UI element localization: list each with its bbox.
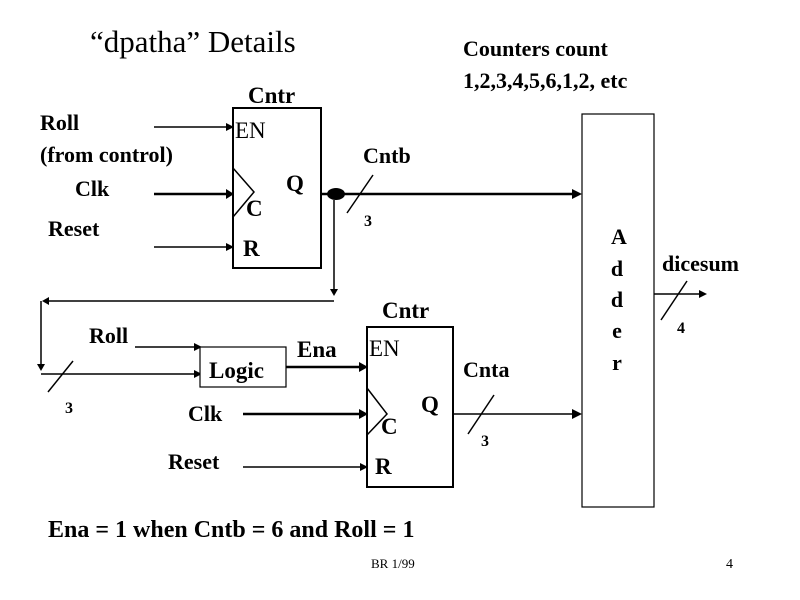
- counter-a-pin-r: R: [375, 454, 392, 479]
- counter-b-pin-q: Q: [286, 171, 304, 196]
- adder-letter-a: A: [611, 224, 627, 249]
- feedback-width-slash: [47, 360, 74, 393]
- counter-b-pin-en: EN: [235, 118, 266, 143]
- logic-label: Logic: [209, 358, 264, 383]
- reset-input-label-bottom: Reset: [168, 449, 220, 474]
- dicesum-signal-label: dicesum: [662, 251, 739, 276]
- ena-equation: Ena = 1 when Cntb = 6 and Roll = 1: [48, 517, 414, 543]
- roll-arrow: [226, 123, 234, 131]
- counters-note-line1: Counters count: [463, 36, 609, 61]
- counter-b: Cntr EN C R Q: [232, 83, 322, 269]
- feedback-to-logic-arrow: [194, 370, 202, 378]
- ena-signal-label: Ena: [297, 337, 337, 362]
- roll-input-sublabel: (from control): [40, 142, 173, 167]
- counter-a-pin-q: Q: [421, 392, 439, 417]
- dicesum-width-label: 4: [677, 320, 685, 337]
- counter-b-clock-triangle: [232, 167, 255, 218]
- clk-input-label-top: Clk: [75, 176, 110, 201]
- logic-box: [199, 346, 287, 388]
- adder-letter-r: r: [612, 350, 622, 375]
- page-number: 4: [726, 557, 733, 572]
- clk-arrow-bottom: [359, 409, 368, 419]
- counter-a-label: Cntr: [382, 298, 429, 323]
- counter-a-clock-triangle: [366, 387, 388, 436]
- feedback-width-label: 3: [65, 400, 73, 417]
- cntb-width-label: 3: [364, 213, 372, 230]
- counter-b-pin-r: R: [243, 236, 260, 261]
- footer-author-date: BR 1/99: [371, 556, 415, 571]
- logic-roll-label: Roll: [89, 323, 128, 348]
- reset-arrow-bottom: [360, 463, 368, 471]
- cntb-width-slash: [346, 174, 374, 214]
- adder-letter-d2: d: [611, 287, 623, 312]
- roll-input-label: Roll: [40, 110, 79, 135]
- adder-box: [581, 113, 655, 508]
- adder-letter-e: e: [612, 318, 622, 343]
- feedback-down-arrow: [330, 289, 338, 296]
- cnta-width-label: 3: [481, 433, 489, 450]
- cntb-junction-dot: [327, 188, 345, 200]
- counter-b-pin-c: C: [246, 196, 263, 221]
- adder-letter-d1: d: [611, 256, 623, 281]
- reset-arrow-top: [226, 243, 234, 251]
- cnta-arrow: [572, 409, 582, 419]
- reset-input-label-top: Reset: [48, 216, 100, 241]
- clk-arrow-top: [226, 189, 234, 199]
- counter-a-pin-c: C: [381, 414, 398, 439]
- counter-a: Cntr EN C R Q: [366, 298, 454, 488]
- logic-roll-arrow: [194, 343, 202, 351]
- feedback-vertical-arrow: [37, 364, 45, 371]
- cnta-width-slash: [467, 394, 495, 435]
- slide-title: “dpatha” Details: [90, 24, 296, 59]
- counters-note-line2: 1,2,3,4,5,6,1,2, etc: [463, 68, 628, 93]
- dicesum-width-slash: [660, 280, 688, 321]
- counter-b-label: Cntr: [248, 83, 295, 108]
- cnta-signal-label: Cnta: [463, 357, 509, 382]
- ena-arrow: [359, 362, 368, 372]
- adder: A d d e r: [581, 113, 655, 508]
- cntb-signal-label: Cntb: [363, 143, 411, 168]
- dicesum-arrow: [699, 290, 707, 298]
- cntb-arrow: [572, 189, 582, 199]
- counter-b-box: [232, 107, 322, 269]
- clk-input-label-bottom: Clk: [188, 401, 223, 426]
- counter-a-pin-en: EN: [369, 336, 400, 361]
- feedback-left-arrow: [42, 297, 49, 305]
